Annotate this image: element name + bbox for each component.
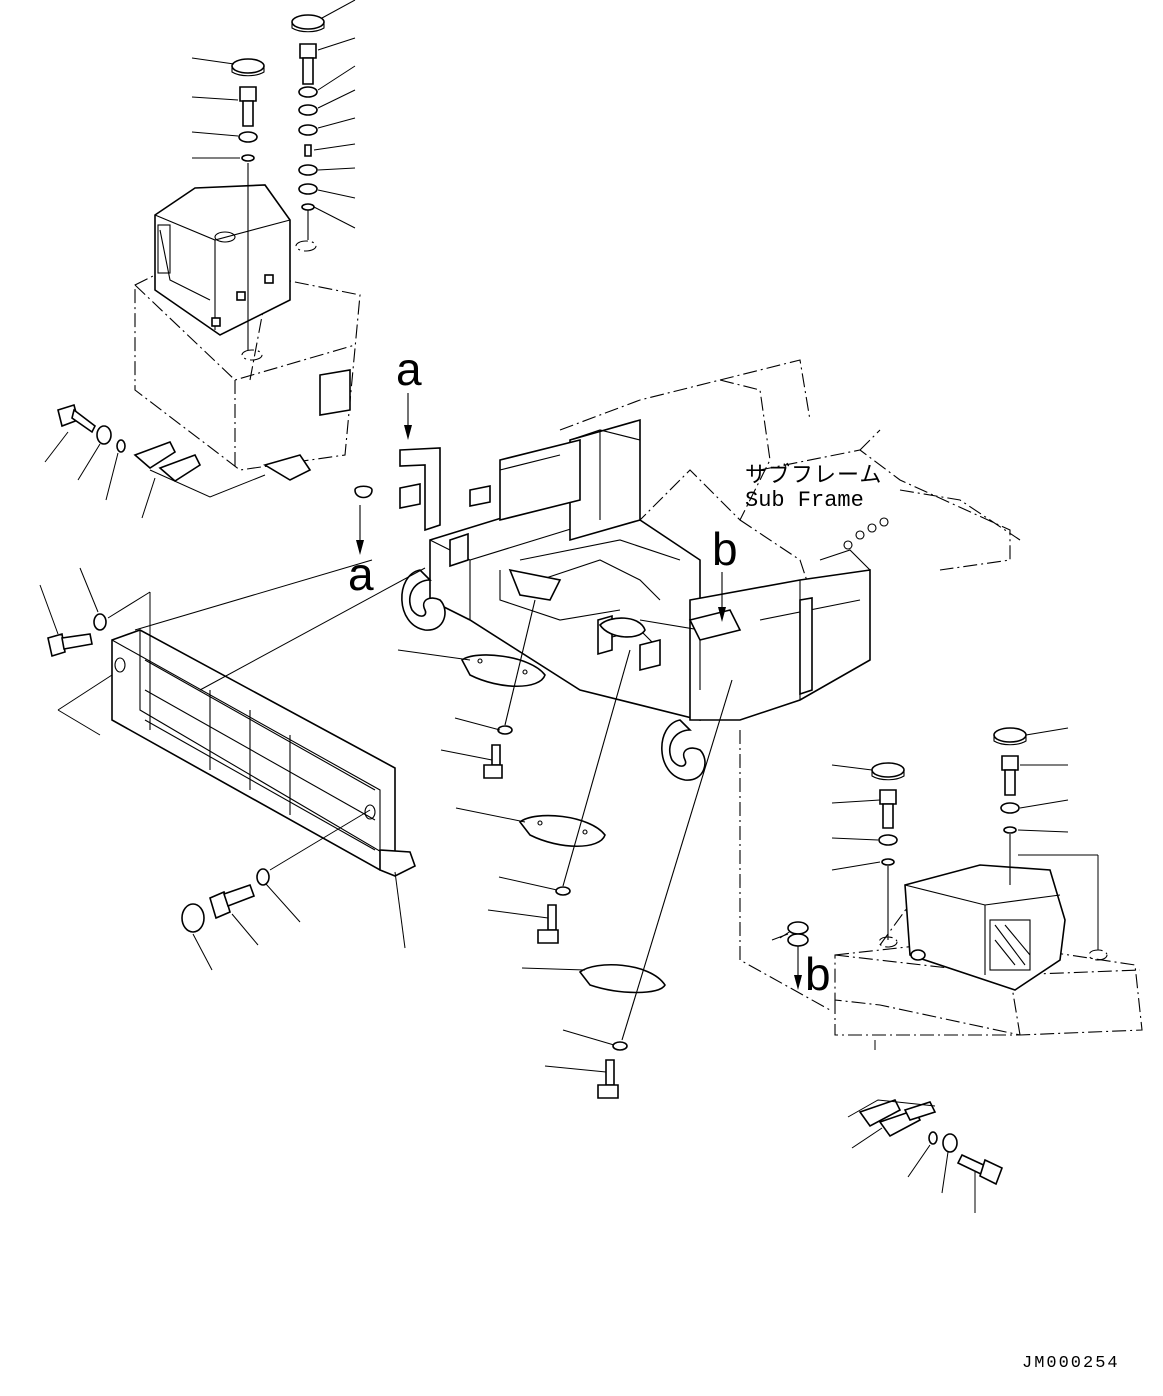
subframe-japanese-label: サブフレーム xyxy=(745,463,882,488)
main-frame xyxy=(399,418,889,781)
callout-a-bottom-label: a xyxy=(348,548,374,600)
callout-b-top: b xyxy=(712,523,738,622)
right-fender-assembly xyxy=(739,730,1143,1036)
left-fender-assembly xyxy=(134,184,373,499)
under-covers xyxy=(397,599,733,1099)
grille-bolts xyxy=(39,567,371,971)
sub-frame-label: サブフレーム Sub Frame xyxy=(745,463,882,513)
subframe-english-label: Sub Frame xyxy=(745,488,864,513)
callout-a-top-label: a xyxy=(396,343,422,395)
right-fastener-stack xyxy=(831,727,1099,950)
right-lower-bolts xyxy=(847,1040,1004,1213)
centre-fastener-stack xyxy=(291,0,356,240)
callout-b-bottom-label: b xyxy=(805,948,831,1000)
left-fastener-stack xyxy=(191,57,265,350)
drawing-code: JM000254 xyxy=(1022,1354,1120,1373)
callout-a: a a xyxy=(348,343,422,600)
callout-b-bottom: b xyxy=(771,921,831,1000)
left-side-bolts xyxy=(44,403,266,519)
front-grille xyxy=(57,559,426,949)
callout-b-top-label: b xyxy=(712,523,738,575)
